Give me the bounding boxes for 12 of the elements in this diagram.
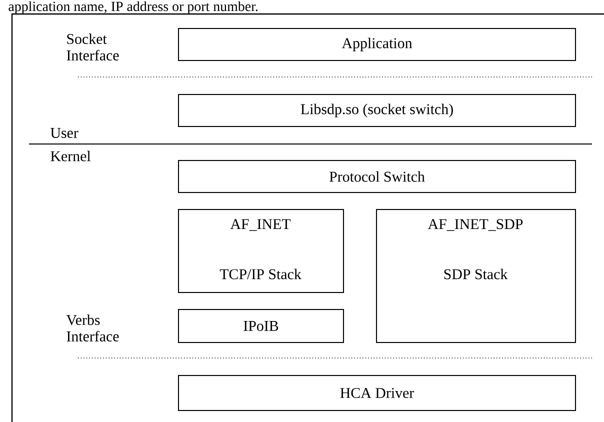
layer-box: HCA Driver: [178, 375, 576, 411]
layer-box: AF_INET TCP/IP Stack: [178, 209, 344, 293]
layer-box: Protocol Switch: [178, 160, 576, 193]
layer-box: IPoIB: [178, 309, 344, 343]
layer-box: AF_INET_SDP SDP Stack: [376, 209, 576, 343]
layer-label: User: [50, 128, 78, 138]
layer-box: Application: [178, 28, 576, 61]
layer-label: Socket Interface: [66, 34, 119, 60]
layer-label: Verbs Interface: [66, 314, 119, 342]
layer-label: application name, IP address or port number.: [8, 1, 258, 14]
layer-box: Libsdp.so (socket switch): [178, 94, 576, 127]
layer-label: Kernel: [50, 150, 91, 162]
